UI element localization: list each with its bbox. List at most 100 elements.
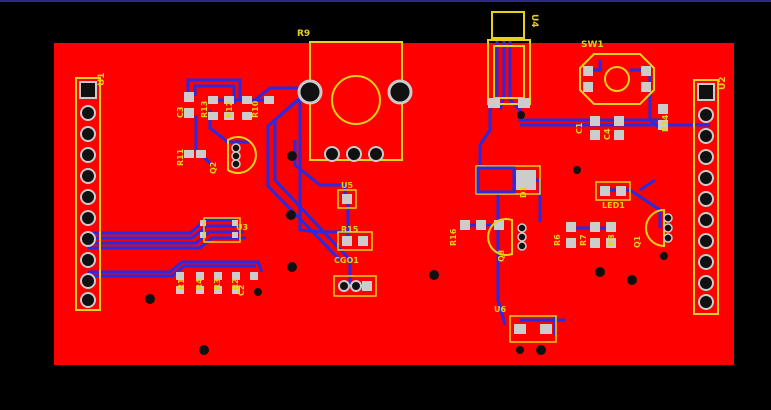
via xyxy=(517,111,525,119)
pad xyxy=(232,232,238,238)
pad xyxy=(566,222,576,232)
via xyxy=(429,270,439,280)
pin xyxy=(80,147,96,163)
trace xyxy=(298,90,348,234)
pin xyxy=(80,210,96,226)
u4-inner xyxy=(493,45,525,99)
pad xyxy=(590,222,600,232)
ref-label-c3: C3 xyxy=(176,107,185,118)
u6-outline xyxy=(509,315,557,343)
ref-label-c4: C4 xyxy=(603,128,612,140)
pad xyxy=(566,238,576,248)
u4-outline-top xyxy=(491,11,525,39)
pin xyxy=(80,126,96,142)
pad xyxy=(342,194,352,204)
pin xyxy=(698,233,714,249)
via xyxy=(516,346,524,354)
q1-outline xyxy=(645,208,665,248)
trace xyxy=(266,94,342,262)
pad xyxy=(614,130,624,140)
ref-label-r13: R13 xyxy=(200,101,209,118)
ref-label-r1: R1 xyxy=(177,278,186,290)
pot-mount-pad xyxy=(297,79,323,105)
pad xyxy=(342,236,352,246)
trace xyxy=(193,84,236,104)
pin-square xyxy=(697,83,715,101)
pin xyxy=(231,151,241,161)
pin xyxy=(231,143,241,153)
ref-label-q2: Q2 xyxy=(209,162,218,174)
pin xyxy=(368,146,384,162)
ref-label-r12: R12 xyxy=(225,101,234,118)
pin xyxy=(698,170,714,186)
pin xyxy=(698,128,714,144)
pad xyxy=(514,324,526,334)
pad xyxy=(184,150,194,158)
pad xyxy=(200,220,206,226)
pin xyxy=(698,212,714,228)
trace xyxy=(508,40,660,122)
ref-label-q1: Q1 xyxy=(633,235,642,248)
pad xyxy=(358,236,368,246)
trace xyxy=(186,78,242,100)
pad xyxy=(224,112,234,120)
pad xyxy=(518,98,530,108)
ref-label-r15: R15 xyxy=(341,225,359,234)
via xyxy=(536,345,546,355)
pin xyxy=(698,275,714,291)
switch-actuator xyxy=(604,66,630,92)
ref-label-r14: R14 xyxy=(661,114,670,132)
trace xyxy=(88,264,256,278)
pad xyxy=(196,286,204,294)
header-u2: U2 xyxy=(693,76,728,315)
ref-label-q3: Q3 xyxy=(497,250,506,262)
pad xyxy=(208,112,218,120)
ref-label-r9: R9 xyxy=(297,29,310,39)
pad xyxy=(232,286,240,294)
ref-label-r8: R8 xyxy=(607,234,616,246)
ref-label-r11: R11 xyxy=(176,148,185,166)
via xyxy=(286,210,296,220)
q3-outline xyxy=(487,218,513,256)
pin xyxy=(80,105,96,121)
pin xyxy=(346,146,362,162)
pad xyxy=(590,238,600,248)
pin-square xyxy=(79,81,97,99)
u5-outline xyxy=(337,189,357,209)
pad xyxy=(658,120,668,130)
pad xyxy=(196,150,206,158)
pad xyxy=(242,96,252,104)
pin xyxy=(231,159,241,169)
trace xyxy=(639,178,656,192)
pad xyxy=(250,272,258,280)
pad xyxy=(516,170,536,190)
pad xyxy=(196,272,204,280)
pad xyxy=(362,281,372,291)
transistor-q1 xyxy=(645,208,673,248)
pad xyxy=(583,82,593,92)
pin xyxy=(663,223,673,233)
trace xyxy=(88,218,235,235)
trace xyxy=(254,86,300,102)
header-outline xyxy=(693,79,719,315)
header-outline xyxy=(75,77,101,311)
potentiometer-r9: R9 xyxy=(297,29,413,162)
pin xyxy=(80,168,96,184)
pad xyxy=(264,96,274,104)
pin xyxy=(80,189,96,205)
pad xyxy=(214,272,222,280)
pin-column xyxy=(698,107,714,310)
ref-label-d1: D1 xyxy=(519,185,528,198)
ref-label-u5: U5 xyxy=(341,181,353,190)
u3-outline xyxy=(203,217,241,243)
ref-label-u3: U3 xyxy=(236,223,248,232)
pin xyxy=(663,233,673,243)
pin xyxy=(350,280,362,292)
d1-body xyxy=(476,166,516,194)
pin xyxy=(698,191,714,207)
pad xyxy=(460,220,470,230)
ref-label-c2: C2 xyxy=(237,285,246,296)
ref-label-r2: R2 xyxy=(231,278,240,290)
ref-label-r7: R7 xyxy=(579,234,588,246)
pad xyxy=(476,220,486,230)
